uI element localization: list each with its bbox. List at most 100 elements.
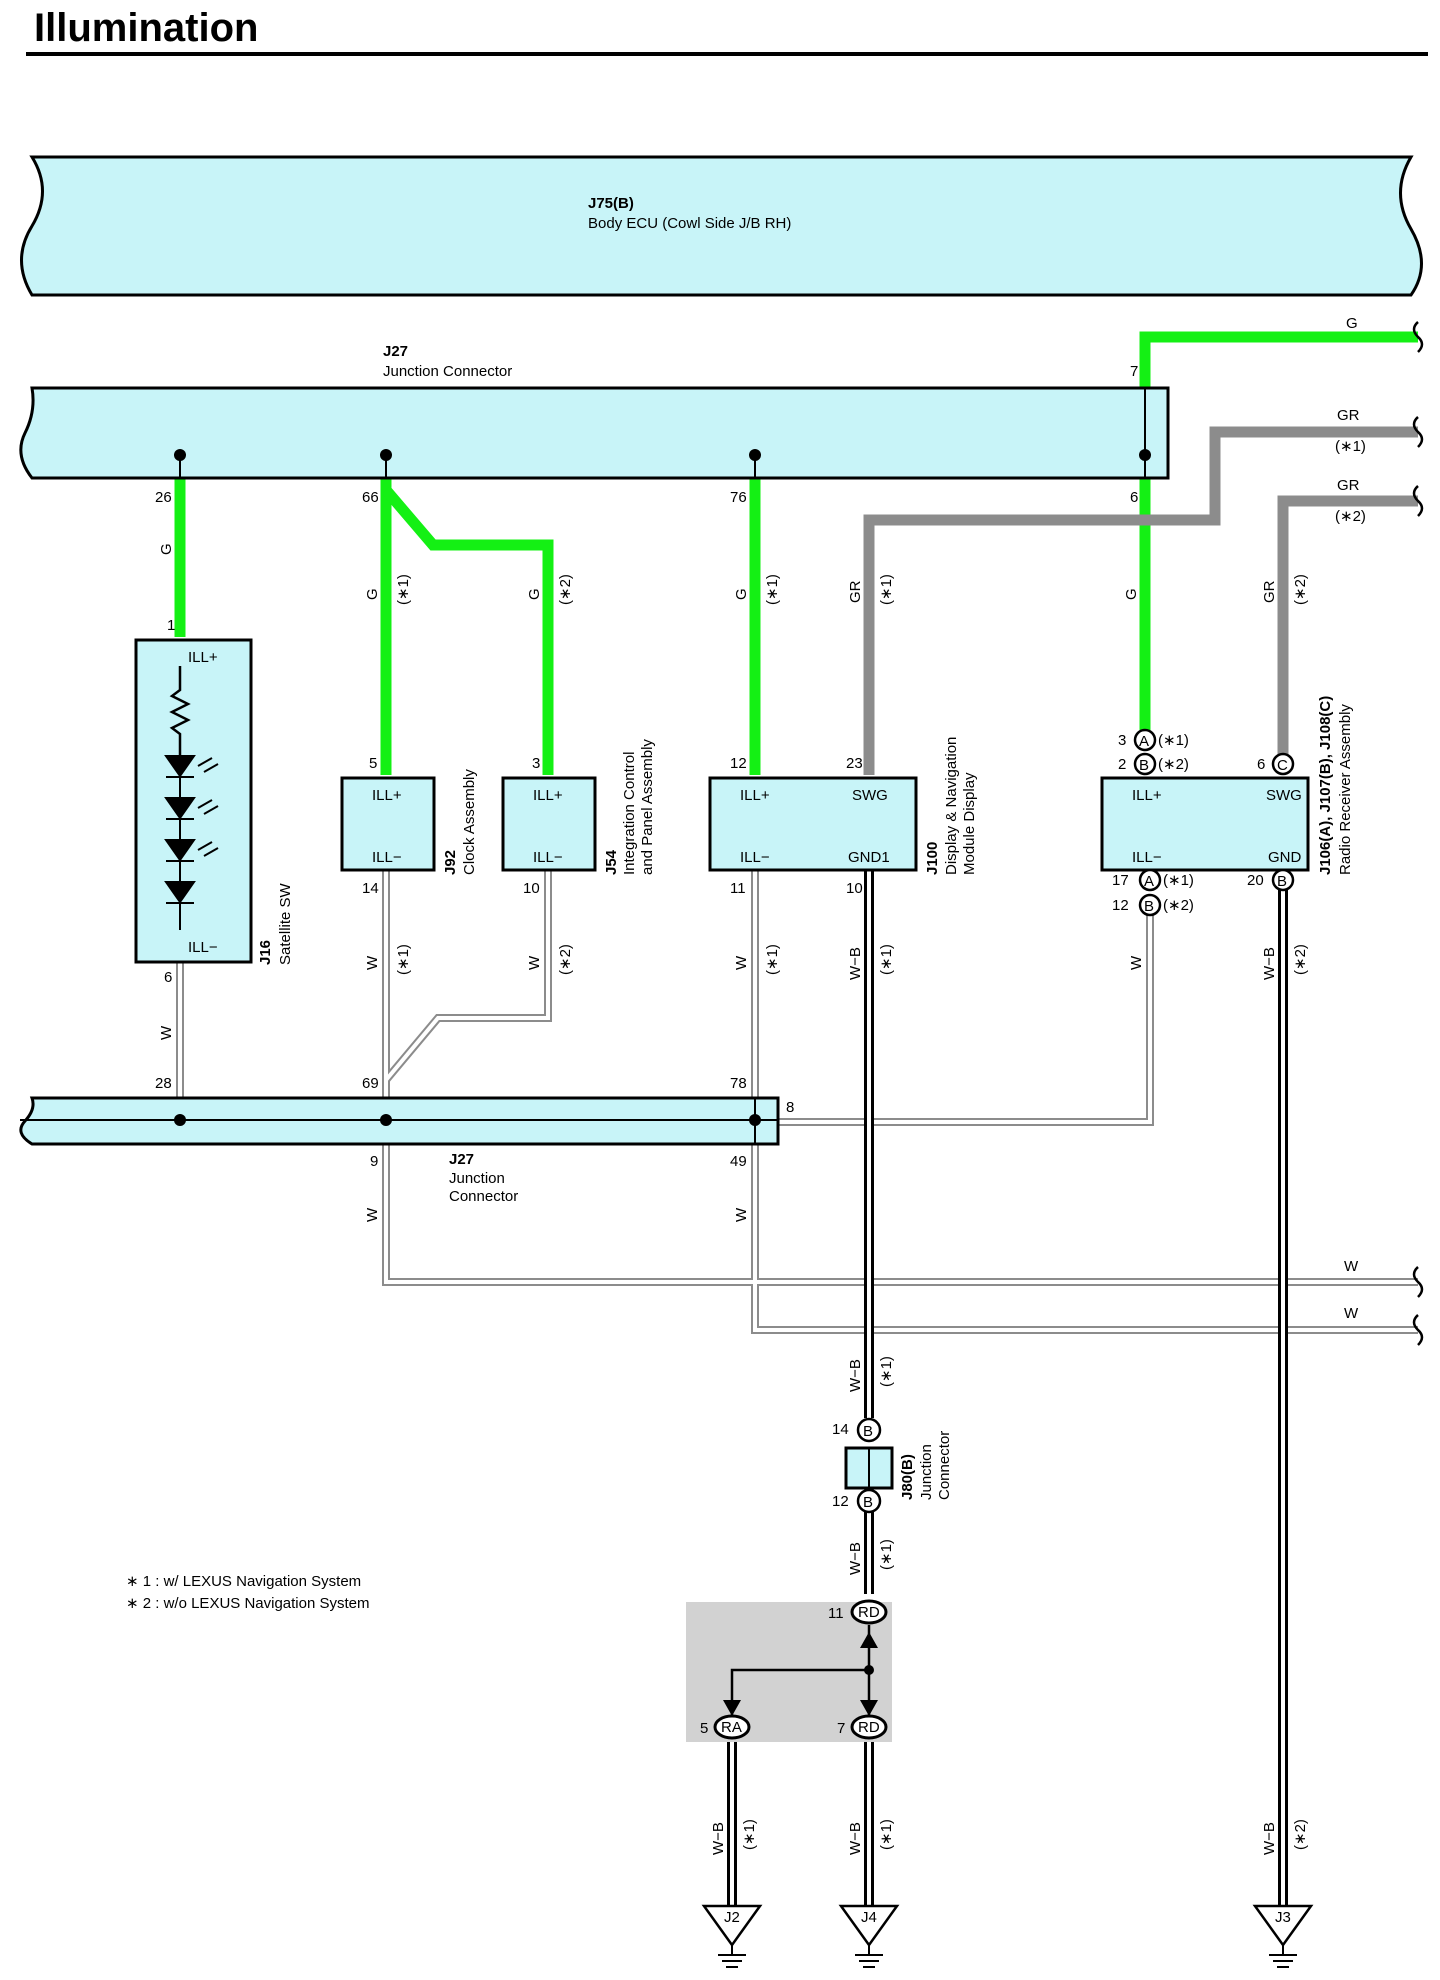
svg-text:W: W [526, 955, 543, 970]
jc-top-pin-26: 26 [155, 489, 172, 506]
satellite-name: Satellite SW [277, 882, 294, 965]
radio-conn-c: C [1271, 752, 1295, 776]
jc-top-pin-7: 7 [1130, 363, 1138, 380]
svg-text:W: W [733, 955, 750, 970]
j80-junction-connector: B B 14 12 J80(B) Junction Connector [832, 1417, 953, 1514]
ground-j3: J3 [1252, 1904, 1314, 1968]
svg-text:C: C [1277, 757, 1288, 774]
wires-gray [863, 426, 1418, 775]
radio-t1: ILL+ [1132, 787, 1162, 804]
svg-text:(∗1): (∗1) [395, 944, 412, 975]
satellite-id: J16 [257, 940, 274, 965]
svg-text:W−B: W−B [710, 1822, 727, 1855]
display-pin-11: 11 [730, 880, 746, 897]
body-ecu-block: J75(B) Body ECU (Cowl Side J/B RH) [20, 155, 1423, 297]
svg-text:(∗2): (∗2) [1292, 574, 1309, 605]
wire-jc-pin9 [382, 1135, 1418, 1286]
svg-text:G: G [158, 543, 175, 555]
integ-name2: and Panel Assembly [639, 739, 656, 875]
wire-jc-pin49 [751, 1135, 1418, 1334]
svg-text:W: W [158, 1025, 175, 1040]
wire-continuation-marks [1412, 321, 1424, 1346]
title-divider [26, 52, 1428, 56]
splice-conn-r: RD [858, 1719, 880, 1736]
splice-conn-l: RA [721, 1719, 742, 1736]
svg-text:A: A [1139, 733, 1149, 750]
svg-text:W: W [364, 1207, 381, 1222]
footnote-2: ∗ 2 : w/o LEXUS Navigation System [126, 1595, 370, 1612]
jc-bot-pin-69: 69 [362, 1075, 379, 1092]
jc-bot-pin-49: 49 [730, 1153, 747, 1170]
svg-text:B: B [863, 1423, 873, 1440]
ground-j4: J4 [838, 1904, 900, 1968]
splice-pin-7: 7 [837, 1720, 845, 1737]
jc-bot-name2: Connector [449, 1188, 518, 1205]
svg-text:W: W [364, 955, 381, 970]
clock-t2: ILL− [372, 849, 402, 866]
radio-id: J106(A), J107(B), J108(C) [1317, 696, 1334, 875]
clock-t1: ILL+ [372, 787, 402, 804]
display-navigation-module: ILL+ SWG ILL− GND1 12 23 11 10 J100 Disp… [708, 737, 978, 897]
svg-text:(∗2): (∗2) [1292, 944, 1309, 975]
jc-top-pin-6: 6 [1130, 489, 1138, 506]
wire-display-swg [863, 426, 1418, 775]
footnote-1: ∗ 1 : w/ LEXUS Navigation System [126, 1573, 361, 1590]
svg-text:B: B [1139, 757, 1149, 774]
radio-note-1a: (∗1) [1158, 732, 1189, 749]
svg-text:(∗1): (∗1) [764, 944, 781, 975]
integ-name1: Integration Control [621, 752, 638, 875]
satellite-pin-bot: 6 [164, 969, 172, 986]
svg-text:W: W [1128, 955, 1145, 970]
radio-pin-12: 12 [1112, 897, 1129, 914]
svg-text:W−B: W−B [1261, 1822, 1278, 1855]
clock-assembly: ILL+ ILL− 5 14 J92 Clock Assembly [340, 755, 478, 897]
svg-text:(∗2): (∗2) [1292, 1819, 1309, 1850]
wire-labels: G G (∗1) G (∗2) G (∗1) GR (∗1) G GR (∗2)… [158, 315, 1366, 1855]
svg-text:(∗2): (∗2) [557, 574, 574, 605]
clock-pin-top: 5 [369, 755, 377, 772]
led-icon [164, 755, 219, 930]
svg-text:B: B [863, 1494, 873, 1511]
svg-text:W−B: W−B [847, 1359, 864, 1392]
wire-radio-ill-minus [770, 908, 1154, 1126]
j80-name2: Connector [936, 1431, 953, 1500]
jc-top-name: Junction Connector [383, 363, 512, 380]
svg-text:W−B: W−B [847, 1822, 864, 1855]
integration-control-panel: ILL+ ILL− 3 10 J54 Integration Control a… [501, 739, 656, 897]
jc-top-id: J27 [383, 343, 408, 360]
ground-splice-block: RD 11 RA 5 RD 7 [686, 1599, 892, 1742]
svg-text:G: G [1346, 315, 1358, 332]
jc-bot-pin-9: 9 [370, 1153, 378, 1170]
wire-radio-ill-plus [1139, 331, 1418, 736]
svg-text:A: A [1144, 873, 1154, 890]
svg-text:(∗1): (∗1) [878, 1539, 895, 1570]
svg-text:G: G [1123, 588, 1140, 600]
radio-conn-b-gnd: B [1271, 868, 1295, 892]
radio-note-2a: (∗2) [1158, 756, 1189, 773]
integ-pin-top: 3 [532, 755, 540, 772]
svg-text:(∗1): (∗1) [741, 1819, 758, 1850]
radio-pin-20: 20 [1247, 872, 1264, 889]
svg-text:(∗1): (∗1) [878, 1819, 895, 1850]
integ-t1: ILL+ [533, 787, 563, 804]
svg-text:GR: GR [1261, 580, 1278, 603]
integ-pin-bot: 10 [523, 880, 540, 897]
svg-text:W−B: W−B [1261, 947, 1278, 980]
j80-id: J80(B) [899, 1454, 916, 1500]
jc-bot-id: J27 [449, 1151, 474, 1168]
radio-conn-b-bot: B [1138, 893, 1162, 917]
svg-text:GR: GR [1337, 407, 1360, 424]
display-id: J100 [924, 842, 941, 875]
integ-t2: ILL− [533, 849, 563, 866]
svg-text:(∗1): (∗1) [1335, 438, 1366, 455]
j80-pin-12: 12 [832, 1493, 849, 1510]
radio-conn-a-top: A [1133, 728, 1157, 752]
svg-text:J4: J4 [861, 1909, 877, 1926]
satellite-pin-top: 1 [167, 617, 175, 634]
splice-pin-11: 11 [828, 1605, 844, 1622]
wire-integ-ill-plus [381, 486, 554, 775]
display-pin-12: 12 [730, 755, 747, 772]
jc-bot-pin-8: 8 [786, 1099, 794, 1116]
jc-bot-pin-28: 28 [155, 1075, 172, 1092]
